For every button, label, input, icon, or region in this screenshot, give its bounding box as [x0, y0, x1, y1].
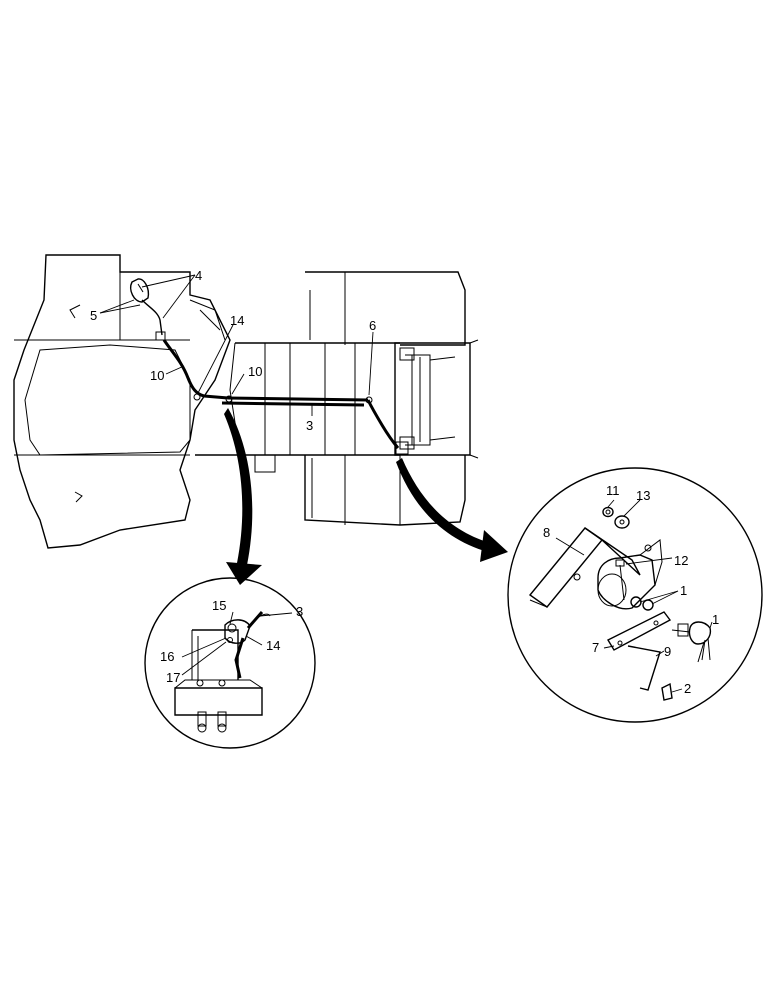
callout-10-a: 10: [150, 368, 164, 383]
callout-10-b: 10: [248, 364, 262, 379]
callout-8: 8: [543, 525, 550, 540]
callout-1-b: 1: [712, 612, 719, 627]
callout-5: 5: [90, 308, 97, 323]
callout-6: 6: [369, 318, 376, 333]
callout-16: 16: [160, 649, 174, 664]
callout-13: 13: [636, 488, 650, 503]
callouts-main: 4 5 14 6 10 10 3: [90, 268, 376, 433]
callout-7: 7: [592, 640, 599, 655]
detail-arrows: [224, 408, 508, 585]
callout-3-detail: 3: [296, 604, 303, 619]
callout-17: 17: [166, 670, 180, 685]
callouts-left-detail: 15 3 16 14 17: [160, 598, 303, 685]
callout-3: 3: [306, 418, 313, 433]
wiring-harness: [141, 299, 409, 455]
callouts-right-detail: 11 13 8 12 1 1 7 9 2: [543, 483, 719, 696]
detail-circle-left: [144, 577, 316, 749]
callout-14-detail: 14: [266, 638, 280, 653]
callout-4: 4: [195, 268, 202, 283]
callout-1-a: 1: [680, 583, 687, 598]
detail-circle-right: [507, 467, 763, 723]
callout-2: 2: [684, 681, 691, 696]
callout-11: 11: [606, 483, 620, 498]
callout-14: 14: [230, 313, 244, 328]
main-leaders: [99, 274, 374, 416]
callout-9: 9: [664, 644, 671, 659]
callout-12: 12: [674, 553, 688, 568]
callout-15: 15: [212, 598, 226, 613]
